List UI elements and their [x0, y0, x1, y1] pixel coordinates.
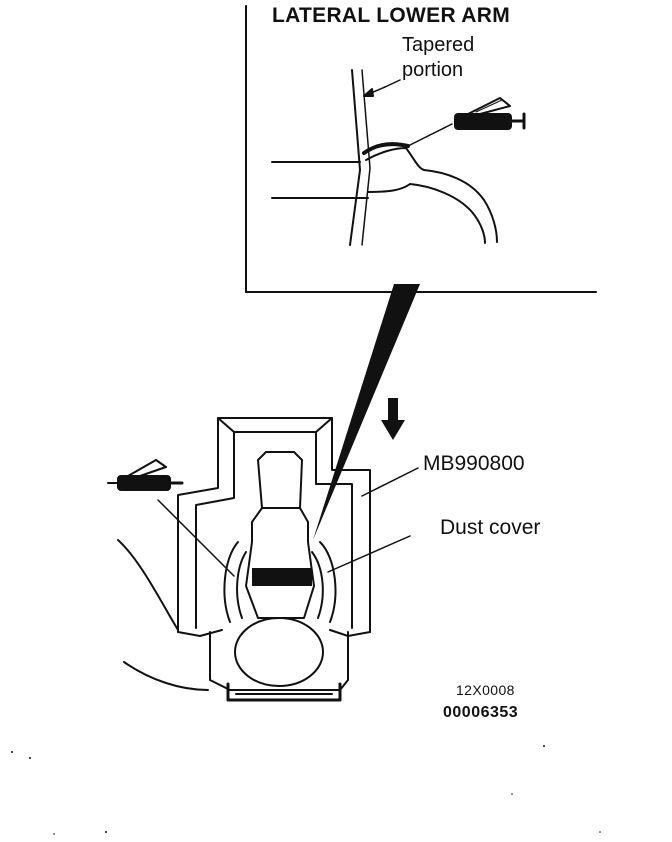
tool-number-label: MB990800: [423, 452, 525, 475]
inset-frame: [245, 5, 597, 293]
tapered-leader-line: [384, 79, 401, 88]
dust-cover-label: Dust cover: [440, 516, 541, 539]
tapered-label-line1: Tapered: [402, 34, 475, 56]
dust-cover: [223, 541, 337, 623]
tool-body: [177, 417, 371, 637]
ball-stud: [245, 451, 315, 619]
inset-arm-detail: [271, 69, 498, 246]
grease-gun-icon: [407, 97, 526, 147]
dust-cover-leader-line: [327, 535, 411, 573]
tapered-portion-label: Tapered portion: [402, 33, 474, 83]
figure-id: 12X0008: [456, 682, 515, 698]
socket-housing: [209, 617, 349, 702]
diagram-title: LATERAL LOWER ARM: [272, 4, 511, 27]
lower-arm-outline: [117, 539, 179, 631]
grease-gun-icon: [107, 459, 184, 491]
lower-arm-outline-lower: [123, 661, 209, 691]
tool-leader-line: [361, 467, 419, 497]
scan-specks: [11, 745, 601, 835]
document-number: 00006353: [443, 704, 519, 721]
tapered-label-line2: portion: [402, 59, 464, 81]
press-direction-arrow-icon: [381, 398, 405, 440]
grease-leader-line: [157, 499, 235, 577]
magnify-wedge: [313, 284, 420, 540]
